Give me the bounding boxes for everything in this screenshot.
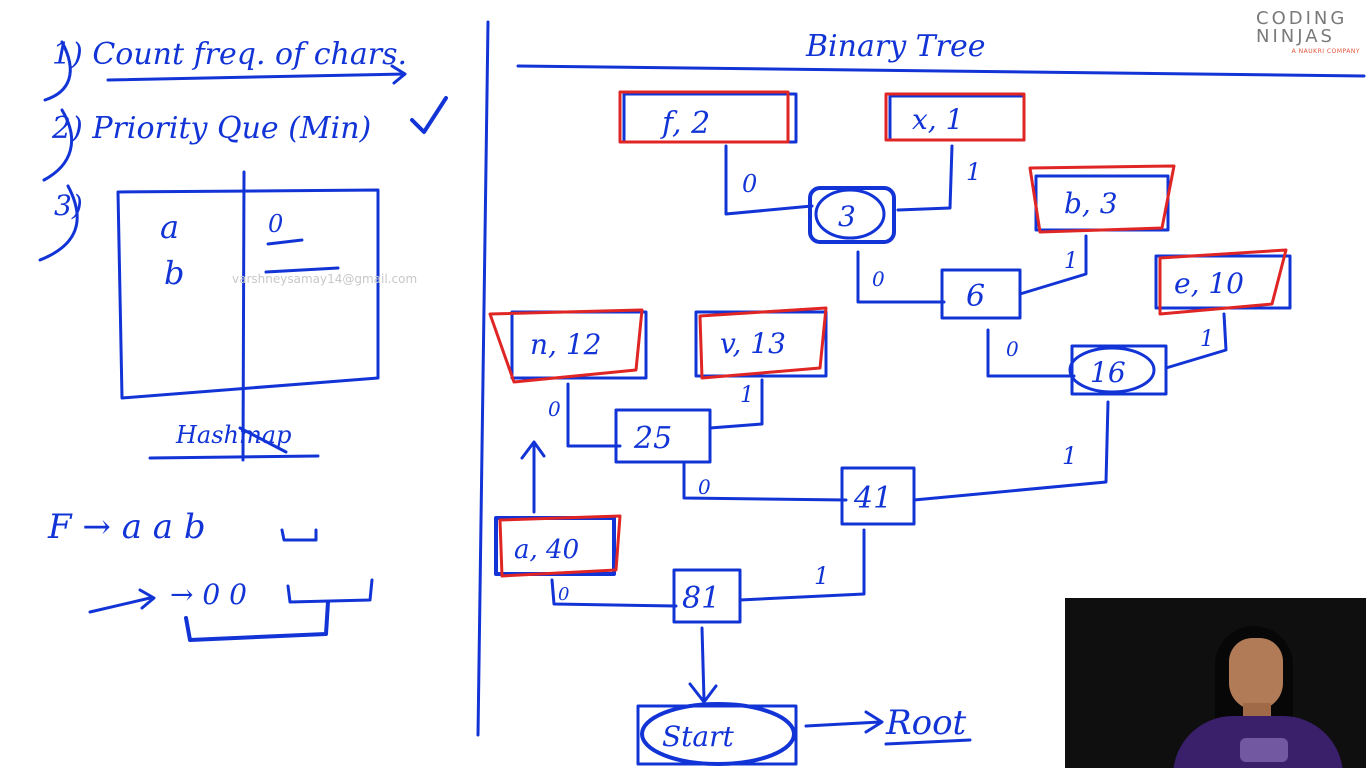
- edge-16-to-41: [912, 400, 1110, 502]
- edge-v-to-25: [708, 378, 764, 430]
- hashmap-label-underline: [148, 426, 320, 460]
- leaf-v-highlight: [698, 306, 828, 380]
- leaf-a-label: a, 40: [514, 535, 579, 565]
- leaf-e-label: e, 10: [1174, 267, 1244, 300]
- example-brace: [184, 600, 330, 642]
- edge-3-6-bit: 0: [872, 267, 885, 291]
- node-25-label: 25: [633, 421, 672, 456]
- step-3-bracket: [38, 184, 79, 262]
- edge-16-41-bit: 1: [1062, 442, 1077, 470]
- node-81-label: 81: [682, 581, 720, 616]
- edge-b-6-bit: 1: [1064, 249, 1078, 274]
- edge-e-16-bit: 1: [1200, 327, 1214, 352]
- node-41-label: 41: [853, 481, 892, 516]
- start-to-root-arrow: [804, 710, 884, 734]
- node-16-oval: [1068, 346, 1156, 394]
- node-6-label: 6: [966, 279, 985, 314]
- edge-n-25-bit: 0: [548, 397, 561, 421]
- leaf-n-label: n, 12: [530, 328, 601, 361]
- leaf-x-label: x, 1: [912, 103, 963, 136]
- step-1-underline-arrow: [106, 64, 407, 85]
- edge-6-to-16: [986, 328, 1076, 378]
- edge-e-to-16: [1164, 312, 1228, 370]
- leaf-e-highlight: [1158, 248, 1288, 316]
- hashmap-value-strokes: [264, 238, 340, 274]
- presenter-shirt-print: [1240, 738, 1288, 762]
- leaf-f-label: f, 2: [660, 106, 710, 141]
- down-arrow: [688, 626, 718, 704]
- logo-line-2: NINJAS: [1256, 26, 1335, 47]
- coding-ninjas-logo: CODING NINJAS A NAUKRI COMPANY: [1256, 10, 1360, 56]
- edge-f-3-bit: 0: [742, 170, 757, 198]
- hashmap-key-a: a: [160, 208, 179, 246]
- logo-line-1: CODING: [1256, 8, 1348, 29]
- node-16-box: [1070, 344, 1168, 396]
- binary-tree: Binary Tree f, 2 x, 1 3 0 1 b, 3 6 0 1 e…: [488, 29, 1366, 766]
- edge-x-3-bit: 1: [966, 158, 981, 186]
- up-arrow: [520, 440, 546, 514]
- step-1-bracket: [43, 40, 72, 102]
- edge-a-to-81: [550, 578, 678, 608]
- start-label: Start: [662, 720, 735, 753]
- hashmap-value-a: 0: [268, 210, 283, 238]
- leaf-a-highlight: [498, 514, 622, 578]
- leaf-b-label: b, 3: [1064, 187, 1118, 220]
- watermark: varshneysamay14@gmail.com: [232, 272, 417, 286]
- node-3-label: 3: [838, 200, 856, 233]
- step-2-bracket: [42, 108, 74, 182]
- step-1-text: 1) Count freq. of chars.: [52, 37, 407, 72]
- left-panel: 1) Count freq. of chars. 2) Priority Que…: [38, 37, 448, 642]
- root-label: Root: [885, 703, 967, 743]
- edge-b-to-6: [1018, 234, 1088, 296]
- leaf-n-highlight: [488, 308, 644, 384]
- leaf-f-highlight: [618, 90, 790, 144]
- logo-tagline: A NAUKRI COMPANY: [1291, 48, 1360, 55]
- panel-divider: [476, 20, 490, 737]
- example-bracket-bottom: [286, 578, 374, 604]
- edge-v-25-bit: 1: [740, 383, 754, 408]
- node-3-circle: [814, 188, 886, 240]
- node-81-box: [672, 568, 742, 624]
- hashmap-box: [116, 188, 380, 400]
- start-oval: [640, 702, 796, 766]
- edge-3-to-6: [856, 250, 946, 304]
- edge-41-to-81: [738, 528, 866, 602]
- node-3-box: [808, 186, 896, 244]
- edge-25-to-41: [682, 462, 848, 502]
- checkmark-icon: [410, 96, 448, 134]
- tree-title: Binary Tree: [805, 29, 986, 64]
- example-output: → 0 0: [170, 578, 247, 611]
- example-bracket-top: [280, 528, 318, 542]
- step-2-text: 2) Priority Que (Min): [51, 111, 371, 146]
- presenter-face: [1229, 638, 1283, 710]
- edge-25-41-bit: 0: [698, 475, 711, 499]
- node-25-box: [614, 408, 712, 464]
- hashmap-key-b: b: [164, 254, 184, 292]
- edge-a-81-bit: 0: [558, 584, 569, 605]
- node-16-label: 16: [1090, 356, 1126, 389]
- leaf-v-label: v, 13: [720, 327, 786, 360]
- root-underline: [884, 738, 972, 746]
- tree-title-underline: [516, 64, 1366, 78]
- edge-x-to-3: [896, 144, 954, 212]
- edge-6-16-bit: 0: [1006, 337, 1019, 361]
- webcam-overlay: [1065, 598, 1366, 768]
- edge-n-to-25: [566, 382, 622, 448]
- node-41-box: [840, 466, 916, 526]
- example-output-arrow: [88, 588, 156, 614]
- leaf-b-highlight: [1028, 164, 1176, 234]
- example-input: F → a a b: [47, 507, 206, 547]
- leaf-x-highlight: [884, 92, 1026, 142]
- hashmap-divider: [241, 170, 246, 462]
- edge-f-to-3: [724, 144, 814, 216]
- edge-41-81-bit: 1: [814, 562, 829, 590]
